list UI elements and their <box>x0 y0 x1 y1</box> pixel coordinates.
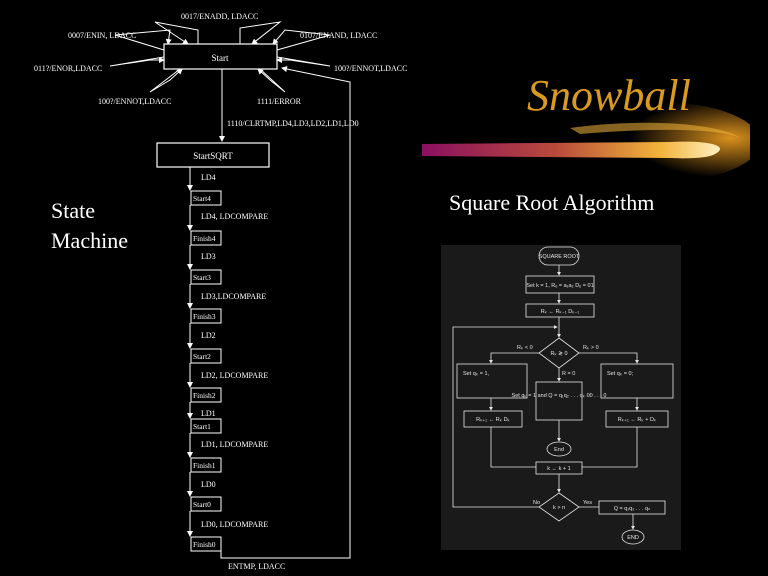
start-self-loops <box>109 21 331 93</box>
fc-init-box <box>525 275 595 294</box>
chain-ld4-pre: LD4 <box>201 173 216 182</box>
fc-start-label: SQUARE ROOT <box>539 254 580 260</box>
chain-ld3-mid: LD3,LDCOMPARE <box>201 292 266 301</box>
fc-loop-no-label: No <box>533 500 540 506</box>
fc-right-update-label: Rₖ₊₁ ← Rₖ + Dₖ <box>618 417 657 423</box>
fc-cond-label: Rₖ ≷ 0 <box>550 350 567 357</box>
fc-left-update-box <box>463 410 523 428</box>
square-root-flowchart: SQUARE ROOT Set k = 1, Rₒ = a₁a₂ Dₒ = 01… <box>441 245 681 550</box>
chain-ld4-mid: LD4, LDCOMPARE <box>201 212 268 221</box>
fc-right-set-label: Set qₖ = 0; <box>607 371 634 377</box>
fc-left-update-label: Rₖ₊₁ ← Rₖ Dₖ <box>476 417 510 423</box>
return-label: ENTMP, LDACC <box>228 562 285 571</box>
side-label-line1: State <box>51 198 95 223</box>
branch-label-lower-left: 100?/ENNOT,LDACC <box>98 97 171 106</box>
state-start-box <box>163 43 278 70</box>
fc-end-oval <box>621 529 645 545</box>
fc-right-set-box <box>600 363 674 399</box>
branch-label-left: 011?/ENOR,LDACC <box>34 64 102 73</box>
chain-start0-label: Start0 <box>193 500 211 509</box>
chain-ld2-mid: LD2, LDCOMPARE <box>201 371 268 380</box>
chain-finish0-label: Finish0 <box>193 540 216 549</box>
side-label-line2: Machine <box>51 228 128 253</box>
state-startsqrt-box <box>156 142 270 168</box>
chain-ld2-pre: LD2 <box>201 331 216 340</box>
title-swoosh-graphic <box>422 102 750 182</box>
fc-result-box <box>598 500 666 515</box>
fc-end-mid-label: End <box>554 447 564 453</box>
state-machine-diagram: Start 0017/ENADD, LDACC 0007/ENIN, LDACC… <box>34 12 407 571</box>
chain-finish2-label: Finish2 <box>193 391 216 400</box>
branch-label-down: 1110/CLRTMP,LD4,LD3,LD2,LD1,LD0 <box>227 119 359 128</box>
fc-loop-label: k > n <box>553 505 565 511</box>
chain-finish3-label: Finish3 <box>193 312 216 321</box>
fc-incr-label: k ← k + 1 <box>547 466 570 472</box>
chain-start3-label: Start3 <box>193 273 211 282</box>
chain-start1-label: Start1 <box>193 422 211 431</box>
fc-step-box <box>525 303 595 318</box>
chain-ld1-pre: LD1 <box>201 409 216 418</box>
page-title: Snowball <box>527 71 691 120</box>
chain-state-boxes <box>190 190 222 552</box>
fc-loop-diamond <box>538 492 580 522</box>
fc-result-label: Q = q₁q₂ . . . qₙ <box>614 506 651 512</box>
chain-start2-label: Start2 <box>193 352 211 361</box>
fc-cond-neg-label: Rₖ < 0 <box>517 345 533 351</box>
fc-end-label: END <box>627 535 639 541</box>
chain-finish1-label: Finish1 <box>193 461 216 470</box>
fc-end-mid-oval <box>546 441 572 457</box>
chain-finish4-label: Finish4 <box>193 234 216 243</box>
fc-step-label: Rₖ ← Rₖ₋₁ Dₖ₋₁ <box>541 309 580 315</box>
chain-ld3-pre: LD3 <box>201 252 216 261</box>
branch-label-lower-right: 1111/ERROR <box>257 97 302 106</box>
chain-ld1-mid: LD1, LDCOMPARE <box>201 440 268 449</box>
branch-label-top: 0017/ENADD, LDACC <box>181 12 258 21</box>
fc-loop-yes-label: Yes <box>583 500 592 506</box>
chain-start4-label: Start4 <box>193 194 211 203</box>
chain-ld0-mid: LD0, LDCOMPARE <box>201 520 268 529</box>
fc-left-set-box <box>456 363 528 399</box>
fc-cond-zero-label: R = 0 <box>562 371 575 377</box>
branch-label-upper-left: 0007/ENIN, LDACC <box>68 31 136 40</box>
fc-init-label: Set k = 1, Rₒ = a₁a₂ Dₒ = 01 <box>526 283 593 289</box>
branch-label-right: 100?/ENNOT,LDACC <box>334 64 407 73</box>
branch-label-upper-right: 0107/ENAND, LDACC <box>300 31 377 40</box>
state-startsqrt-label: StartSQRT <box>193 151 233 161</box>
fc-mid-set-label: Set qₖ = 1 and Q = q₁q₂ . . . qₖ 00 . . … <box>512 393 607 399</box>
edge-return-to-start <box>220 66 351 559</box>
flowchart-svg: SQUARE ROOT Set k = 1, Rₒ = a₁a₂ Dₒ = 01… <box>452 246 674 545</box>
chain-ld0-pre: LD0 <box>201 480 216 489</box>
state-start-label: Start <box>212 53 229 63</box>
fc-mid-set-box <box>535 381 583 421</box>
fc-left-set-label: Set qₖ = 1, <box>463 371 490 377</box>
page-subtitle: Square Root Algorithm <box>449 190 655 215</box>
fc-cond-pos-label: Rₖ > 0 <box>583 345 599 351</box>
